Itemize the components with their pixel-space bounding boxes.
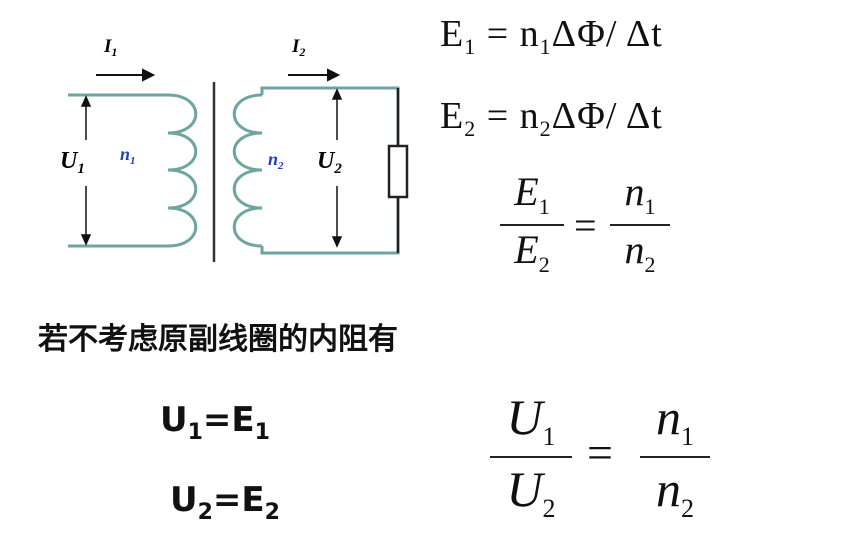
condition-heading: 若不考虑原副线圈的内阻有 (38, 322, 398, 357)
primary-coil (167, 93, 198, 248)
current-arrow-secondary (288, 68, 341, 82)
equation-e1: E1 = n1ΔΦ/ Δt (440, 13, 663, 59)
voltage-label-primary: U1 (60, 148, 85, 177)
turns-label-primary: n1 (120, 144, 136, 167)
load-resistor (387, 144, 409, 199)
voltage-arrow-primary (80, 95, 92, 246)
current-label-primary: I1 (103, 36, 117, 59)
current-arrow-primary (96, 68, 156, 82)
ratio-u-right-fraction: n1 n2 (640, 392, 710, 522)
voltage-arrow-secondary (331, 88, 343, 248)
secondary-bottom-wire (260, 197, 400, 255)
ratio-e-equals: = (574, 203, 597, 248)
ratio-e-left-fraction: E1 E2 (500, 172, 564, 276)
transformer-diagram: I1 I2 U1 U2 n1 n2 (60, 36, 409, 262)
secondary-coil (232, 93, 263, 248)
turns-label-secondary: n2 (268, 149, 284, 172)
ratio-e-right-fraction: n1 n2 (610, 172, 670, 276)
equation-e2: E2 = n2ΔΦ/ Δt (440, 95, 663, 141)
ratio-u-equals: = (587, 427, 613, 478)
result-u1-equals-e1: U1=E1 (160, 400, 270, 445)
ratio-u-left-fraction: U1 U2 (490, 392, 572, 522)
current-label-secondary: I2 (291, 36, 305, 59)
result-u2-equals-e2: U2=E2 (170, 480, 280, 525)
secondary-top-wire (260, 86, 400, 146)
voltage-label-secondary: U2 (317, 148, 342, 177)
